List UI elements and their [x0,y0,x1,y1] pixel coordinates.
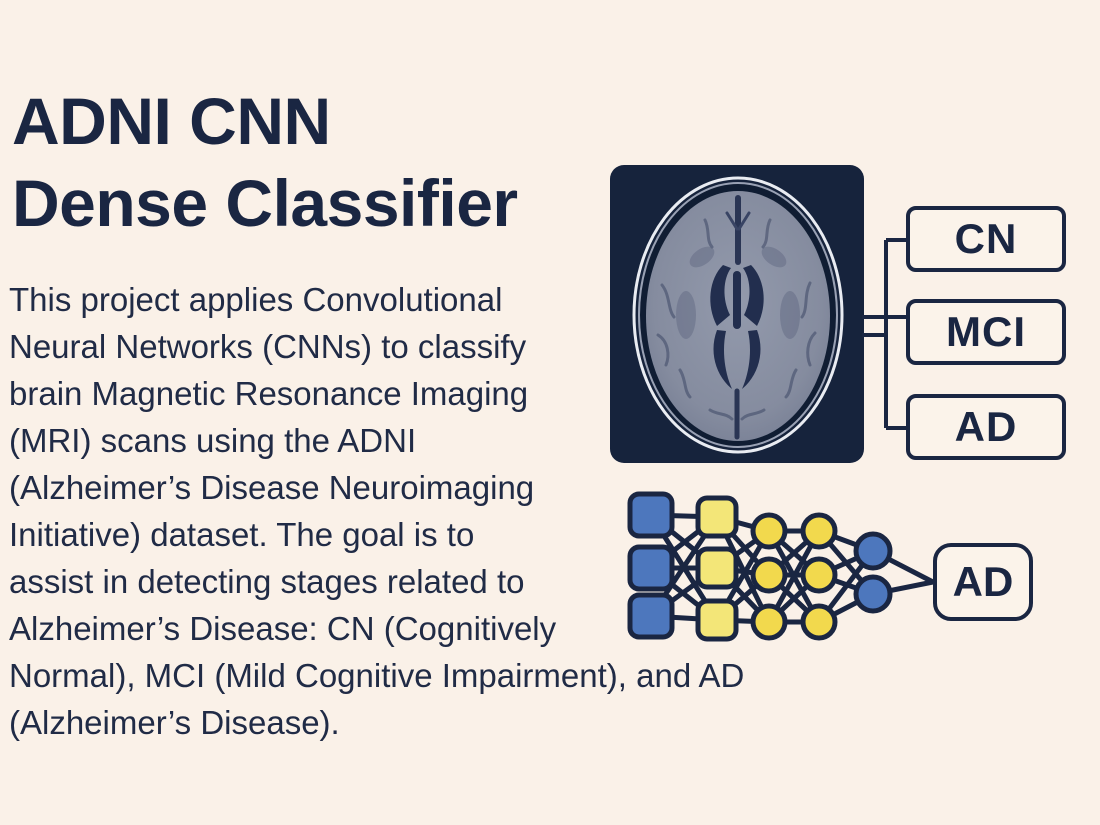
brain-mri-image [632,176,844,454]
class-label-ad: AD [954,403,1018,450]
prediction-box-ad: AD [933,543,1033,621]
hidden-layer-3-nodes [800,512,838,641]
project-description: This project applies Convolutional Neura… [9,281,745,741]
class-box-cn: CN [906,206,1066,272]
class-label-mci: MCI [946,308,1026,355]
class-label-cn: CN [954,215,1018,262]
page-title: ADNI CNN Dense Classifier [12,84,518,240]
neural-network-diagram [627,491,936,642]
output-layer-nodes [853,531,893,614]
hidden-layer-1-nodes [695,495,739,642]
brain-mri-panel [610,165,864,463]
network-edges [648,512,936,625]
class-box-mci: MCI [906,299,1066,365]
prediction-label: AD [952,558,1014,605]
input-layer-nodes [627,491,675,640]
class-box-ad: AD [906,394,1066,460]
hidden-layer-2-nodes [750,512,788,641]
